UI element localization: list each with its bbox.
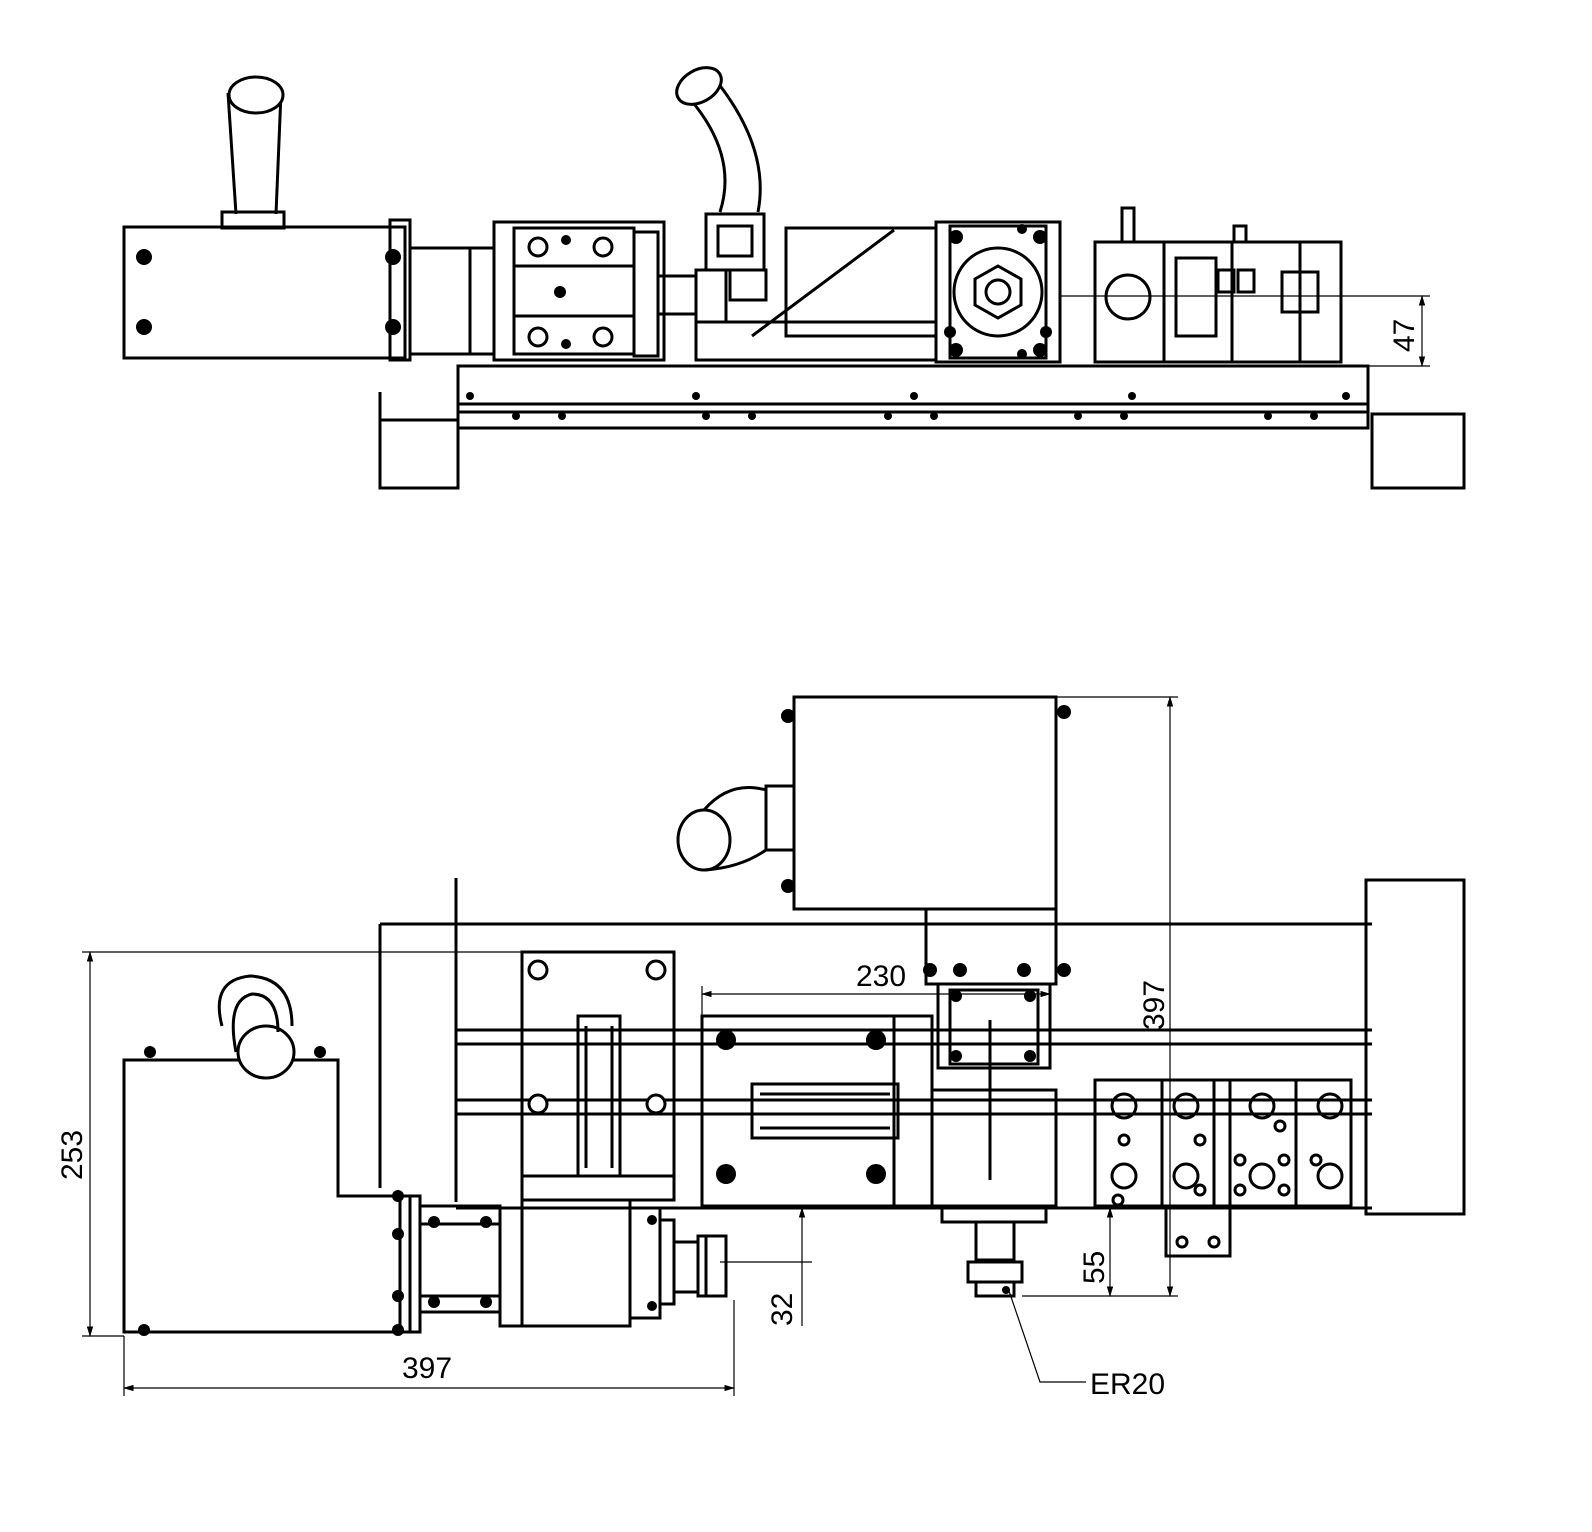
- dim-397-vertical: 397: [1138, 980, 1171, 1030]
- collet-label: ER20: [1090, 1368, 1165, 1401]
- dim-397-horizontal: 397: [402, 1352, 452, 1385]
- rail-bolts: [466, 392, 1350, 420]
- dim-47: 47: [1388, 319, 1421, 352]
- dim-253: 253: [56, 1130, 89, 1180]
- dim-55: 55: [1078, 1251, 1111, 1284]
- dim-32: 32: [766, 1293, 799, 1326]
- plan-view: [82, 695, 1466, 1396]
- side-view: [122, 66, 1466, 490]
- valve-ports: [1110, 1092, 1344, 1207]
- dim-230: 230: [856, 960, 906, 993]
